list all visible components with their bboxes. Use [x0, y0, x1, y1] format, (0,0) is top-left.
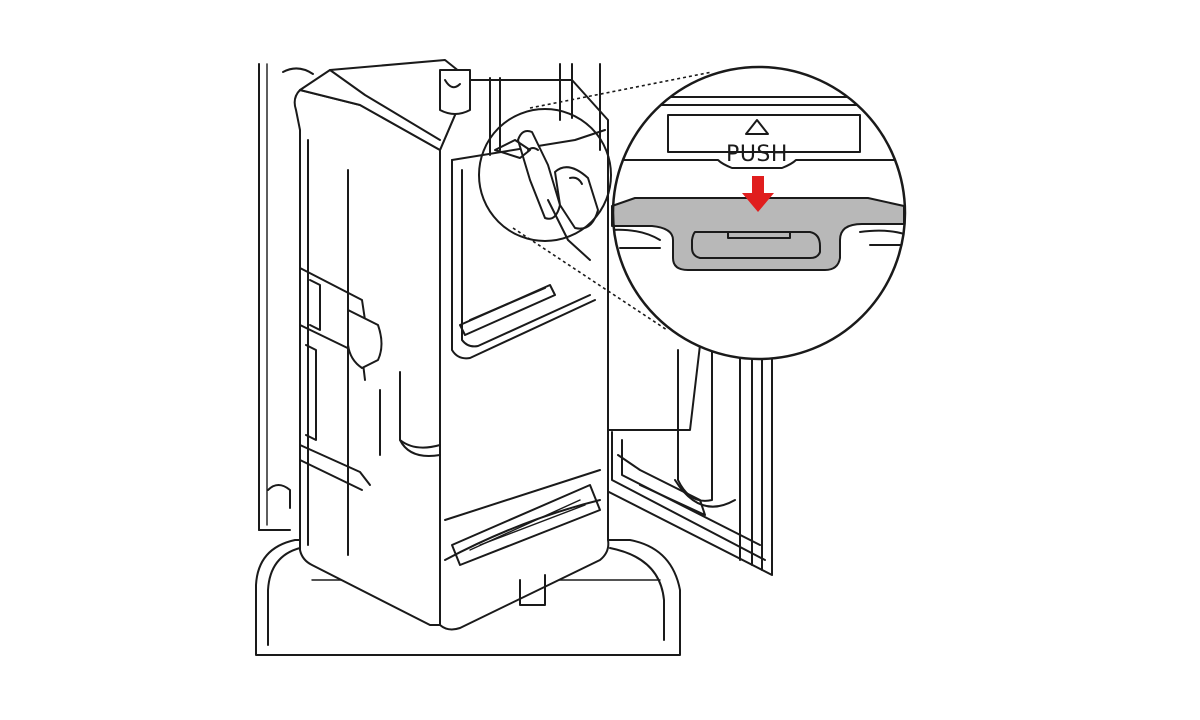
tank-body	[293, 59, 610, 631]
open-door	[604, 329, 773, 576]
latch-small	[494, 139, 531, 159]
detail-indicator-circle	[478, 108, 612, 242]
pressing-finger	[517, 130, 599, 261]
push-label: PUSH	[726, 142, 788, 167]
down-arrow-icon	[742, 176, 774, 212]
latch-button	[611, 197, 905, 271]
back-frame	[258, 63, 314, 531]
up-triangle-icon	[745, 119, 769, 135]
zoom-detail: PUSH	[611, 65, 907, 361]
callout-lines	[512, 71, 713, 331]
